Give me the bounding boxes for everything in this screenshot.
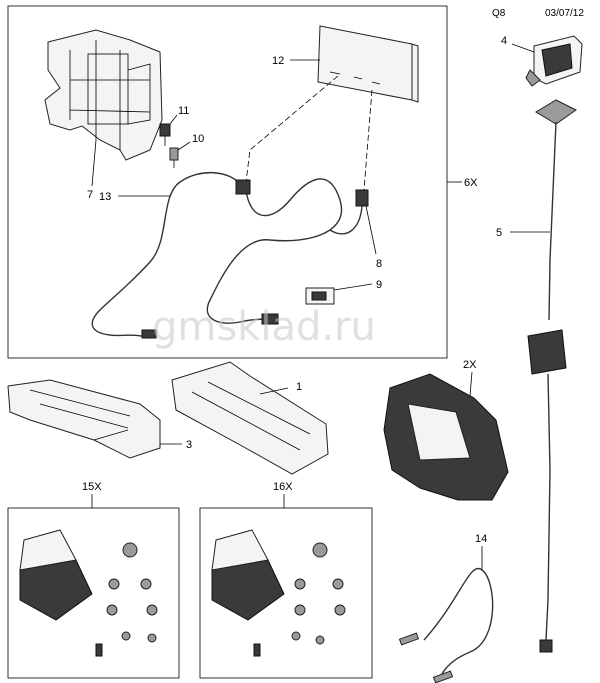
label-9: 9 — [376, 279, 382, 291]
leader-9 — [333, 283, 373, 291]
fuse-holder — [305, 287, 335, 305]
label-13: 13 — [99, 191, 111, 203]
connection-line-right — [363, 89, 373, 191]
label-10: 10 — [192, 133, 204, 145]
label-3: 3 — [186, 439, 192, 451]
label-11: 11 — [178, 105, 189, 117]
leader-11 — [169, 114, 178, 125]
label-15x: 15X — [82, 481, 102, 493]
kit-box-15x — [7, 507, 180, 679]
diagram-code: Q8 — [492, 8, 506, 19]
bracket-clip — [169, 147, 179, 168]
antenna-cable — [527, 99, 577, 653]
console-tray — [7, 379, 161, 459]
leader-1 — [259, 387, 289, 395]
label-12: 12 — [272, 55, 284, 67]
label-7: 7 — [87, 189, 93, 201]
mounting-bracket — [44, 29, 163, 161]
wiring-harness — [91, 171, 369, 339]
bulb-kit-case-alt — [211, 529, 346, 657]
tray-insert — [171, 361, 329, 475]
label-14: 14 — [475, 533, 487, 545]
diagram-date: 03/07/12 — [545, 8, 584, 19]
label-8: 8 — [376, 258, 382, 270]
watermark-text: gmsklad.ru — [152, 304, 376, 350]
label-1: 1 — [296, 381, 302, 393]
control-module — [317, 25, 419, 103]
connection-line-left — [245, 75, 339, 183]
label-6x: 6X — [464, 177, 478, 189]
bulb-kit-case — [19, 529, 158, 657]
kit-box-16x — [199, 507, 373, 679]
leader-10 — [177, 141, 191, 151]
label-16x: 16X — [273, 481, 293, 493]
phone-holder — [383, 373, 509, 501]
leader-2x — [469, 371, 473, 397]
phone-cradle — [525, 35, 583, 87]
leader-8 — [365, 205, 377, 255]
bracket-screw — [159, 123, 171, 146]
audio-cable — [398, 567, 494, 683]
leader-7 — [91, 139, 97, 187]
label-4: 4 — [501, 35, 507, 47]
label-5: 5 — [496, 227, 502, 239]
leader-4 — [511, 43, 535, 53]
label-2x: 2X — [463, 359, 477, 371]
